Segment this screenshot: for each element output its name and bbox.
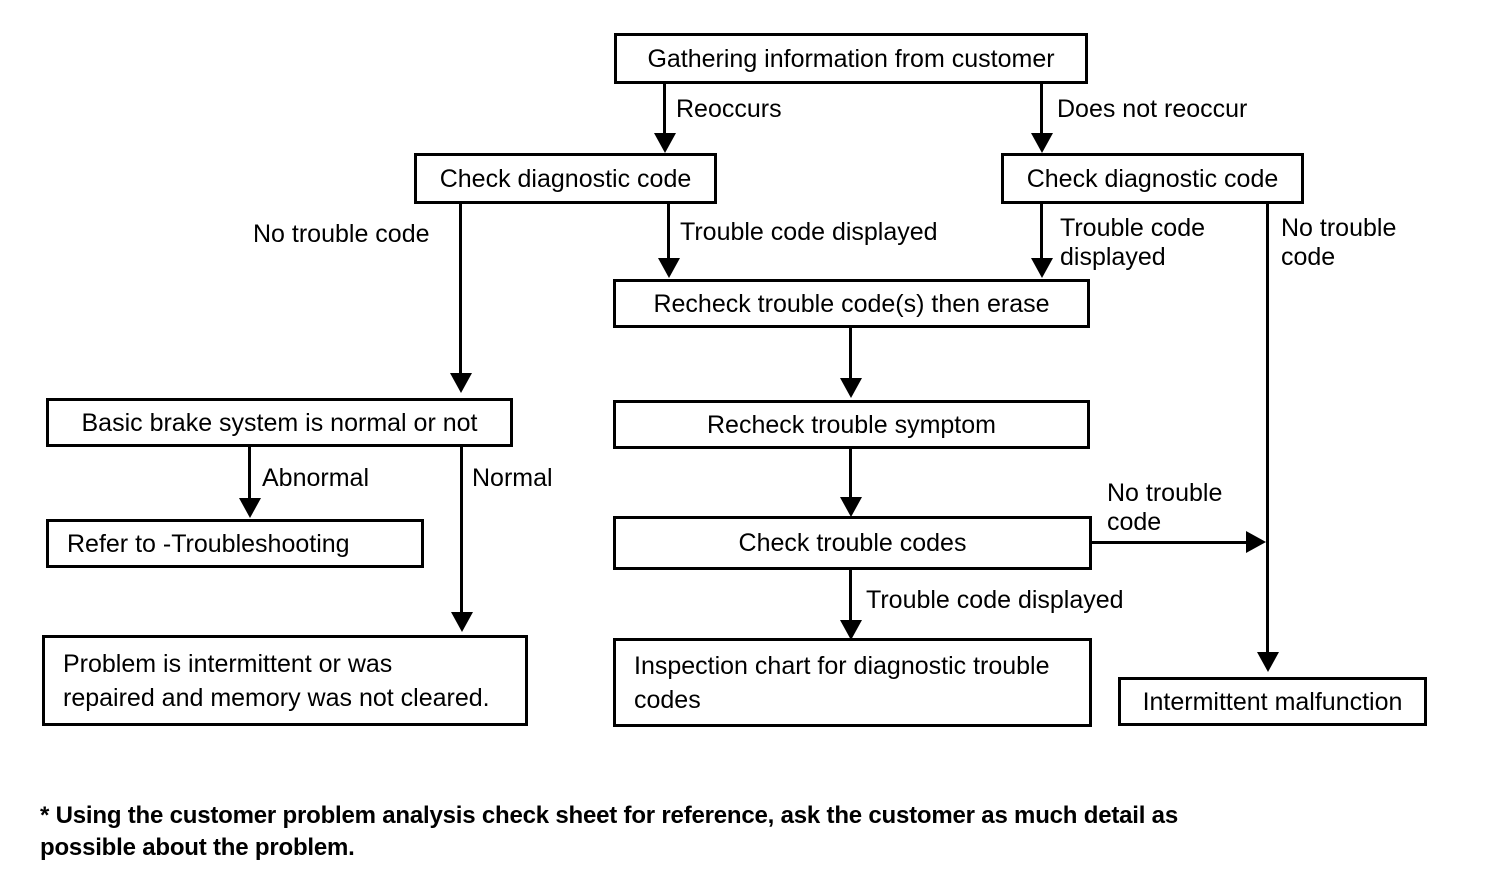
arrowhead-basic-brake-to-problem	[451, 612, 473, 632]
edge-label-trouble-code-displayed-mid: Trouble code displayed	[866, 586, 1124, 614]
edge-gathering-to-right-check	[1040, 83, 1043, 138]
edge-right-check-to-intermittent	[1266, 203, 1269, 656]
node-check-diagnostic-code-right[interactable]: Check diagnostic code	[1001, 153, 1304, 204]
edge-label-reoccurs: Reoccurs	[676, 95, 782, 123]
node-inspection-chart-label: Inspection chart for diagnostic trouble …	[634, 651, 1050, 714]
node-problem-is-intermittent-label: Problem is intermittent or was repaired …	[63, 649, 490, 712]
edge-label-no-trouble-code-right: No trouble code	[1281, 214, 1397, 271]
node-gathering-information-label: Gathering information from customer	[647, 44, 1055, 73]
node-problem-is-intermittent[interactable]: Problem is intermittent or was repaired …	[42, 635, 528, 726]
node-check-diagnostic-code-right-label: Check diagnostic code	[1026, 164, 1279, 193]
edge-label-no-trouble-code-left: No trouble code	[253, 220, 430, 248]
arrowhead-symptom-to-check-codes	[840, 497, 862, 517]
edge-check-codes-to-right-line	[1092, 541, 1248, 544]
arrowhead-right-check-to-intermittent	[1257, 652, 1279, 672]
node-refer-to-troubleshooting[interactable]: Refer to -Troubleshooting	[46, 519, 424, 568]
edge-check-codes-to-inspection	[849, 570, 852, 627]
node-recheck-trouble-symptom-label: Recheck trouble symptom	[706, 410, 996, 439]
arrowhead-left-check-to-recheck-erase	[658, 258, 680, 278]
arrowhead-right-check-to-recheck-erase	[1031, 258, 1053, 278]
node-intermittent-malfunction[interactable]: Intermittent malfunction	[1118, 677, 1427, 726]
edge-label-does-not-reoccur: Does not reoccur	[1057, 95, 1248, 123]
edge-basic-brake-to-problem	[460, 447, 463, 619]
arrowhead-gathering-to-left-check	[654, 133, 676, 153]
edge-basic-brake-to-refer	[248, 447, 251, 505]
node-refer-to-troubleshooting-label: Refer to -Troubleshooting	[67, 529, 350, 558]
edge-left-check-to-recheck-erase	[667, 203, 670, 263]
edge-right-check-to-recheck-erase	[1040, 203, 1043, 263]
node-recheck-trouble-symptom[interactable]: Recheck trouble symptom	[613, 400, 1090, 449]
edge-label-no-trouble-code-mid: No trouble code	[1107, 479, 1223, 536]
arrowhead-gathering-to-right-check	[1031, 133, 1053, 153]
edge-label-trouble-code-displayed-left: Trouble code displayed	[680, 218, 938, 246]
node-recheck-trouble-codes-then-erase[interactable]: Recheck trouble code(s) then erase	[613, 279, 1090, 328]
arrowhead-basic-brake-to-refer	[239, 498, 261, 518]
edge-symptom-to-check-codes	[849, 449, 852, 505]
edge-label-normal: Normal	[472, 464, 553, 492]
footnote-text: * Using the customer problem analysis ch…	[40, 802, 1178, 861]
node-inspection-chart[interactable]: Inspection chart for diagnostic trouble …	[613, 638, 1092, 727]
node-gathering-information[interactable]: Gathering information from customer	[614, 33, 1088, 84]
edge-label-abnormal: Abnormal	[262, 464, 369, 492]
arrowhead-left-check-to-basic-brake	[450, 373, 472, 393]
node-intermittent-malfunction-label: Intermittent malfunction	[1142, 687, 1403, 716]
node-check-trouble-codes-label: Check trouble codes	[738, 529, 967, 557]
node-basic-brake-system[interactable]: Basic brake system is normal or not	[46, 398, 513, 447]
arrowhead-check-codes-to-right-line	[1246, 531, 1266, 553]
arrowhead-check-codes-to-inspection	[840, 620, 862, 640]
node-check-diagnostic-code-left[interactable]: Check diagnostic code	[414, 153, 717, 204]
node-recheck-trouble-codes-then-erase-label: Recheck trouble code(s) then erase	[653, 289, 1050, 318]
arrowhead-recheck-erase-to-symptom	[840, 378, 862, 398]
node-basic-brake-system-label: Basic brake system is normal or not	[81, 408, 478, 437]
edge-label-trouble-code-displayed-right: Trouble code displayed	[1060, 214, 1205, 271]
edge-recheck-erase-to-symptom	[849, 327, 852, 383]
node-check-trouble-codes[interactable]: Check trouble codes	[613, 516, 1092, 570]
edge-gathering-to-left-check	[663, 83, 666, 138]
node-check-diagnostic-code-left-label: Check diagnostic code	[439, 164, 692, 193]
edge-left-check-to-basic-brake	[459, 203, 462, 378]
